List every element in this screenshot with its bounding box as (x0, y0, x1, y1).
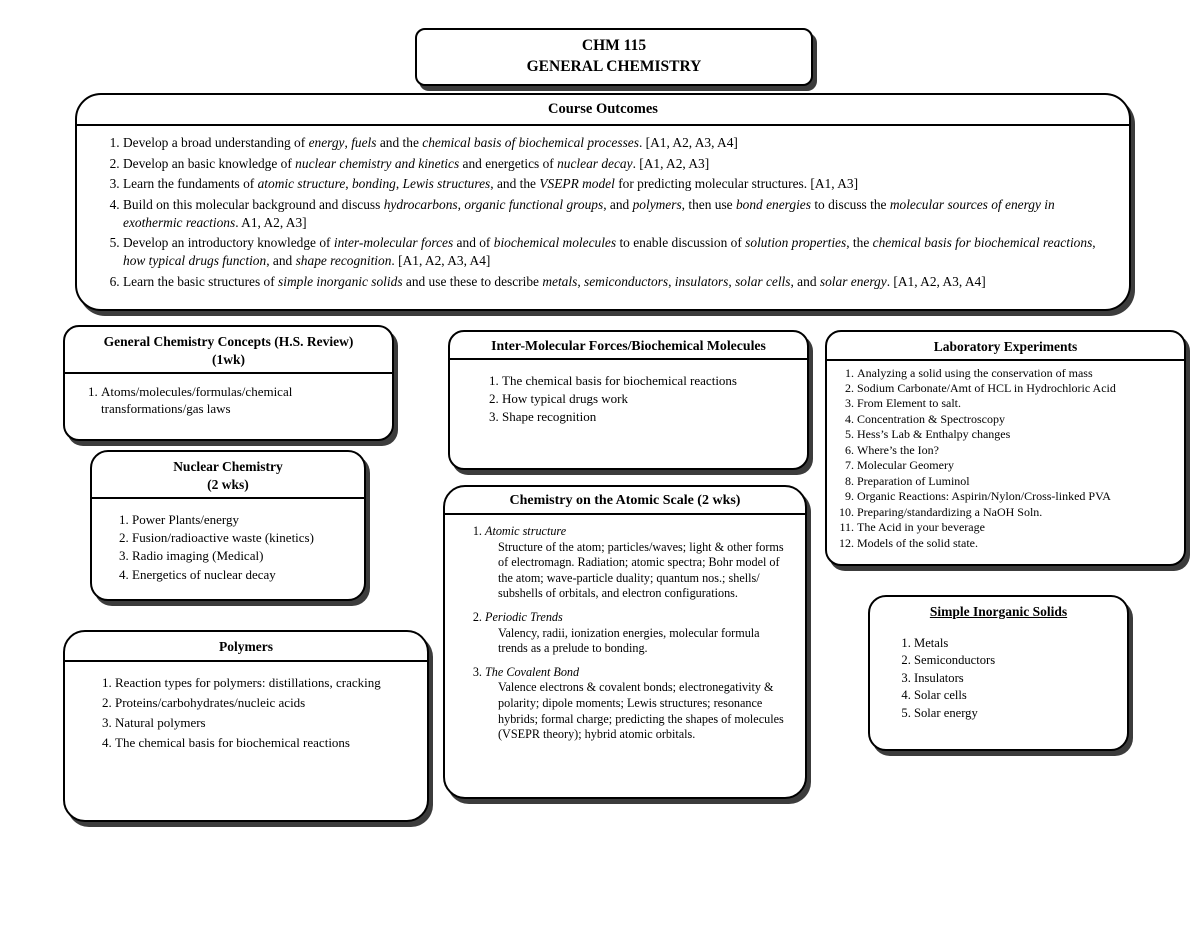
list-item: Preparing/standardizing a NaOH Soln. (857, 505, 1178, 520)
list-item: Molecular Geomery (857, 458, 1178, 473)
list-item: Concentration & Spectroscopy (857, 412, 1178, 427)
list-item: The Acid in your beverage (857, 520, 1178, 535)
list-item: Radio imaging (Medical) (132, 547, 356, 565)
topic-heading: The Covalent Bond (485, 664, 580, 679)
intermolecular-forces-list: The chemical basis for biochemical react… (450, 372, 799, 427)
list-item: Power Plants/energy (132, 511, 356, 529)
course-name: GENERAL CHEMISTRY (526, 57, 702, 75)
list-item: Develop an introductory knowledge of int… (123, 234, 1113, 269)
intermolecular-forces-box: Inter-Molecular Forces/Biochemical Molec… (448, 330, 809, 470)
list-item: Insulators (914, 670, 1121, 688)
hs-review-box: General Chemistry Concepts (H.S. Review)… (63, 325, 394, 441)
laboratory-experiments-box: Laboratory Experiments Analyzing a solid… (825, 330, 1186, 566)
list-item: Reaction types for polymers: distillatio… (115, 674, 417, 691)
list-item: Models of the solid state. (857, 536, 1178, 551)
atomic-scale-list: Atomic structure Structure of the atom; … (445, 524, 791, 743)
course-outcomes-list: Develop a broad understanding of energy,… (77, 134, 1113, 291)
list-item: Atoms/molecules/formulas/chemical transf… (101, 383, 380, 417)
list-item: Preparation of Luminol (857, 474, 1178, 489)
hs-review-list: Atoms/molecules/formulas/chemical transf… (65, 383, 380, 417)
list-item: Learn the fundaments of atomic structure… (123, 175, 1113, 193)
course-outcomes-title: Course Outcomes (77, 95, 1129, 126)
list-item: Semiconductors (914, 652, 1121, 670)
topic-detail: Valence electrons & covalent bonds; elec… (498, 680, 784, 742)
list-item: Metals (914, 635, 1121, 653)
list-item: The chemical basis for biochemical react… (115, 734, 417, 751)
list-item: Develop an basic knowledge of nuclear ch… (123, 155, 1113, 173)
list-item: Develop a broad understanding of energy,… (123, 134, 1113, 152)
simple-inorganic-solids-list: MetalsSemiconductorsInsulatorsSolar cell… (870, 635, 1121, 723)
nuclear-chemistry-duration: (2 wks) (207, 476, 249, 492)
course-code: CHM 115 (581, 37, 647, 54)
list-item: Proteins/carbohydrates/nucleic acids (115, 694, 417, 711)
polymers-title: Polymers (65, 632, 427, 662)
list-item: Where’s the Ion? (857, 443, 1178, 458)
laboratory-experiments-title: Laboratory Experiments (827, 332, 1184, 361)
nuclear-chemistry-box: Nuclear Chemistry (2 wks) Power Plants/e… (90, 450, 366, 601)
nuclear-chemistry-title: Nuclear Chemistry (2 wks) (92, 452, 364, 500)
list-item: Fusion/radioactive waste (kinetics) (132, 529, 356, 547)
simple-inorganic-solids-title: Simple Inorganic Solids (870, 597, 1127, 625)
list-item: Learn the basic structures of simple ino… (123, 273, 1113, 291)
list-item: The chemical basis for biochemical react… (502, 372, 799, 390)
list-item: Analyzing a solid using the conservation… (857, 366, 1178, 381)
simple-inorganic-solids-title-text: Simple Inorganic Solids (929, 604, 1068, 619)
laboratory-experiments-list: Analyzing a solid using the conservation… (827, 366, 1178, 552)
list-item: From Element to salt. (857, 396, 1178, 411)
list-item: Build on this molecular background and d… (123, 196, 1113, 231)
list-item: Organic Reactions: Aspirin/Nylon/Cross-l… (857, 489, 1178, 504)
list-item: Atomic structure Structure of the atom; … (485, 524, 791, 602)
topic-heading: Periodic Trends (485, 610, 563, 625)
polymers-list: Reaction types for polymers: distillatio… (65, 674, 417, 752)
hs-review-title-text: General Chemistry Concepts (H.S. Review) (103, 334, 354, 349)
nuclear-chemistry-title-text: Nuclear Chemistry (173, 459, 283, 474)
polymers-box: Polymers Reaction types for polymers: di… (63, 630, 429, 822)
atomic-scale-box: Chemistry on the Atomic Scale (2 wks) At… (443, 485, 807, 799)
atomic-scale-title: Chemistry on the Atomic Scale (2 wks) (445, 487, 805, 515)
course-outcomes-box: Course Outcomes Develop a broad understa… (75, 93, 1131, 311)
list-item: Natural polymers (115, 714, 417, 731)
topic-detail: Structure of the atom; particles/waves; … (498, 539, 784, 601)
intermolecular-forces-title: Inter-Molecular Forces/Biochemical Molec… (450, 332, 807, 360)
list-item: Periodic Trends Valency, radii, ionizati… (485, 610, 791, 657)
topic-detail: Valency, radii, ionization energies, mol… (498, 625, 760, 656)
list-item: Solar energy (914, 705, 1121, 723)
list-item: How typical drugs work (502, 390, 799, 408)
topic-heading: Atomic structure (485, 524, 567, 538)
list-item: Solar cells (914, 687, 1121, 705)
list-item: Sodium Carbonate/Amt of HCL in Hydrochlo… (857, 381, 1178, 396)
simple-inorganic-solids-box: Simple Inorganic Solids MetalsSemiconduc… (868, 595, 1129, 751)
list-item: Hess’s Lab & Enthalpy changes (857, 427, 1178, 442)
list-item: Shape recognition (502, 408, 799, 426)
list-item: The Covalent Bond Valence electrons & co… (485, 665, 791, 743)
list-item: Energetics of nuclear decay (132, 566, 356, 584)
hs-review-duration: (1wk) (212, 351, 245, 367)
course-title-box: CHM 115 GENERAL CHEMISTRY (415, 28, 813, 86)
hs-review-title: General Chemistry Concepts (H.S. Review)… (65, 327, 392, 375)
nuclear-chemistry-list: Power Plants/energyFusion/radioactive wa… (92, 511, 356, 584)
